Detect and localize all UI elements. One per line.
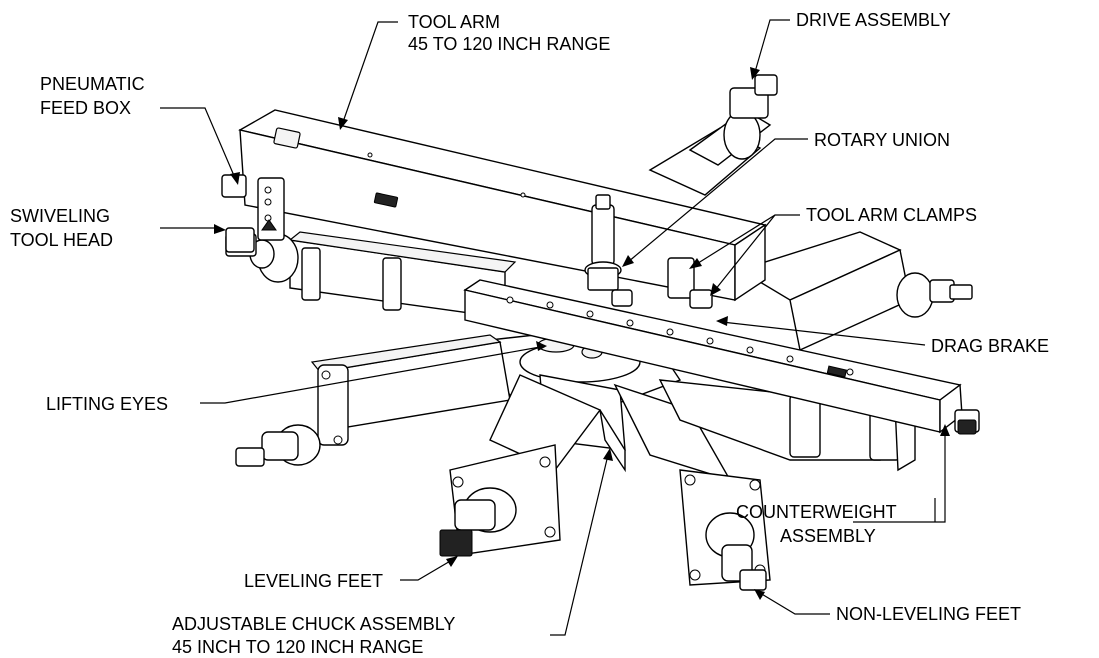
counterweight-label: COUNTERWEIGHT (736, 502, 897, 522)
drive-assembly-label: DRIVE ASSEMBLY (796, 10, 951, 30)
swiveling-label: SWIVELING (10, 206, 110, 226)
tool-arm-label: TOOL ARM (408, 12, 500, 32)
assembly-label: ASSEMBLY (780, 526, 876, 546)
leg-right (738, 231, 973, 352)
adjustable-chuck-range-label: 45 INCH TO 120 INCH RANGE (172, 637, 423, 657)
rotary-union-label: ROTARY UNION (814, 130, 950, 150)
leader-lines (160, 19, 950, 636)
callout-pneumatic-feed-box: PNEUMATIC FEED BOX (40, 74, 145, 118)
tool-arm-range-label: 45 TO 120 INCH RANGE (408, 34, 610, 54)
callout-rotary-union: ROTARY UNION (814, 130, 950, 150)
non-leveling-feet-label: NON-LEVELING FEET (836, 604, 1021, 624)
machine-illustration (221, 74, 980, 591)
pneumatic-label: PNEUMATIC (40, 74, 145, 94)
leg-upper-right (648, 74, 778, 196)
leg-lower-right (613, 383, 771, 591)
leg-lower-left (439, 374, 602, 557)
callout-leveling-feet: LEVELING FEET (244, 571, 383, 591)
callout-adjustable-chuck-assembly: ADJUSTABLE CHUCK ASSEMBLY 45 INCH TO 120… (172, 614, 455, 657)
callout-swiveling-tool-head: SWIVELING TOOL HEAD (10, 206, 113, 250)
tool-head-label: TOOL HEAD (10, 230, 113, 250)
callout-drag-brake: DRAG BRAKE (931, 336, 1049, 356)
callout-tool-arm-clamps: TOOL ARM CLAMPS (806, 205, 977, 225)
callout-non-leveling-feet: NON-LEVELING FEET (836, 604, 1021, 624)
feed-box-label: FEED BOX (40, 98, 131, 118)
lifting-eyes-label: LIFTING EYES (46, 394, 168, 414)
drag-brake-label: DRAG BRAKE (931, 336, 1049, 356)
counterweight-beam (463, 257, 980, 435)
leveling-feet-label: LEVELING FEET (244, 571, 383, 591)
tool-arm-clamps-label: TOOL ARM CLAMPS (806, 205, 977, 225)
leg-left (235, 334, 511, 467)
callout-drive-assembly: DRIVE ASSEMBLY (796, 10, 951, 30)
tool-arm-body (221, 109, 767, 302)
callout-tool-arm: TOOL ARM 45 TO 120 INCH RANGE (408, 12, 610, 54)
adjustable-chuck-label: ADJUSTABLE CHUCK ASSEMBLY (172, 614, 455, 634)
callout-lifting-eyes: LIFTING EYES (46, 394, 168, 414)
callout-counterweight-assembly: COUNTERWEIGHT ASSEMBLY (736, 502, 897, 546)
